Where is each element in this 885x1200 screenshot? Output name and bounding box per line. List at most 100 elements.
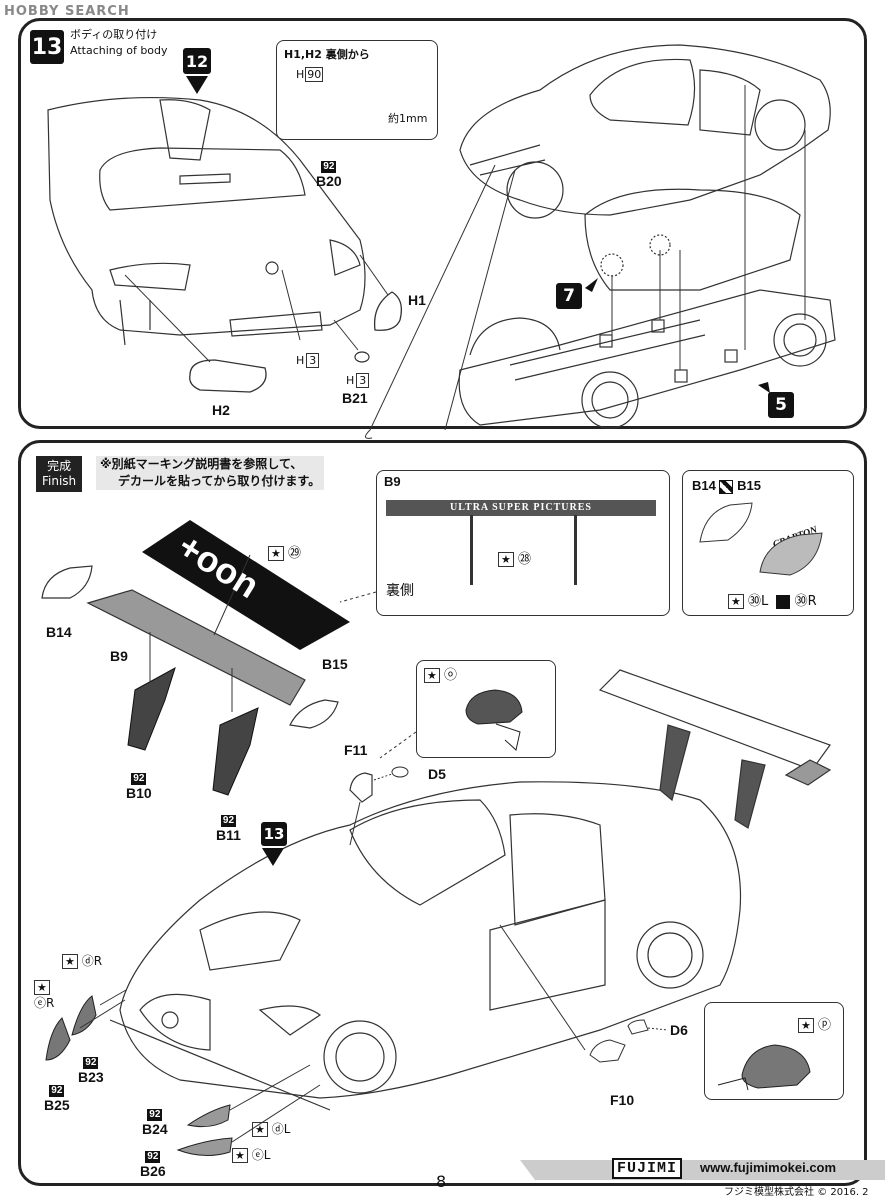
- company-line: フジミ模型株式会社 © 2016. 2: [724, 1183, 869, 1198]
- b11-name: B11: [216, 827, 241, 843]
- b9-decal-28-num: ㉘: [518, 552, 532, 567]
- d5-label: D5: [428, 766, 446, 782]
- d6-label: D6: [670, 1022, 688, 1038]
- finish-note-line1: ※別紙マーキング説明書を参照して、: [100, 457, 303, 471]
- star-icon: ★: [34, 980, 50, 995]
- watermark: HOBBY SEARCH: [4, 4, 130, 19]
- b20-name: B20: [316, 173, 342, 189]
- b9-label: B9: [110, 648, 128, 664]
- copyright-mark: ©: [817, 1187, 828, 1198]
- h3a-num: 3: [306, 353, 320, 368]
- step13-title-jp: ボディの取り付け: [70, 28, 158, 41]
- b9-back-side: 裏側: [386, 583, 414, 599]
- eL-label: ★ ⓔL: [232, 1146, 270, 1163]
- b9-decal-28: ★ ㉘: [498, 548, 531, 567]
- b25-name: B25: [44, 1097, 70, 1113]
- finish-badge: 完成 Finish: [36, 456, 83, 492]
- b24-name: B24: [142, 1121, 168, 1137]
- finish-badge-jp: 完成: [47, 459, 72, 473]
- eR-letter: ⓔ: [34, 996, 47, 1010]
- star-icon: ★: [498, 552, 514, 567]
- b21-label: B21: [342, 390, 368, 406]
- inset-h1h2-box: [276, 40, 438, 140]
- star-icon: ★: [798, 1018, 814, 1033]
- decal-l: L: [761, 594, 769, 609]
- decal-29: ★ ㉙: [268, 542, 301, 561]
- b10-tag: 92: [131, 773, 147, 785]
- b9-banner: ULTRA SUPER PICTURES: [386, 500, 656, 516]
- eR-label: ★ ⓔR: [34, 980, 54, 1011]
- decal-29-num: ㉙: [288, 546, 302, 561]
- page-number: 8: [436, 1172, 447, 1191]
- dL-letter: ⓓ: [271, 1122, 284, 1136]
- eR-side: R: [46, 996, 55, 1010]
- b26-name: B26: [140, 1163, 166, 1179]
- b14-decals: ★ ㉚L ㉚R: [728, 590, 817, 609]
- b26-label: 92 B26: [140, 1144, 166, 1179]
- brand-logo: FUJIMI: [612, 1158, 683, 1179]
- step13-number: 13: [30, 30, 64, 64]
- eL-letter: ⓔ: [251, 1148, 264, 1162]
- b26-tag: 92: [145, 1151, 161, 1163]
- dL-side: L: [283, 1122, 291, 1136]
- decal-30r: ㉚: [794, 594, 808, 609]
- h3b-letter: H: [346, 374, 355, 387]
- star-icon: ★: [728, 594, 744, 609]
- dR-label: ★ ⓓR: [62, 952, 102, 969]
- b14-box-b: B15: [737, 478, 761, 493]
- mirror-box-o-label: ★ ⓞ: [424, 664, 457, 683]
- b14-box-a: B14: [692, 478, 716, 493]
- b24-tag: 92: [147, 1109, 163, 1121]
- copyright-year: 2016. 2: [830, 1187, 869, 1198]
- b25-label: 92 B25: [44, 1078, 70, 1113]
- b11-label: 92 B11: [216, 808, 241, 843]
- b10-label: 92 B10: [126, 766, 152, 801]
- h1-label: H1: [408, 292, 426, 308]
- ref-step-7: 7: [556, 283, 582, 309]
- decal-30l: ㉚: [748, 594, 762, 609]
- mirror-box-o-letter: ⓞ: [444, 668, 458, 683]
- dR-letter: ⓓ: [81, 954, 94, 968]
- b24-label: 92 B24: [142, 1102, 168, 1137]
- b20-label: 92 B20: [316, 154, 342, 189]
- site-url[interactable]: www.fujimimokei.com: [700, 1160, 837, 1175]
- star-icon: ★: [62, 954, 78, 969]
- inset-part-h: H: [296, 68, 305, 81]
- b23-name: B23: [78, 1069, 104, 1085]
- f11-label: F11: [344, 742, 368, 758]
- b9-box-title: B9: [384, 474, 401, 489]
- inset-note: 約1mm: [388, 112, 428, 125]
- star-icon: ★: [268, 546, 284, 561]
- b14-label: B14: [46, 624, 72, 640]
- b15-label: B15: [322, 656, 348, 672]
- dL-label: ★ ⓓL: [252, 1120, 290, 1137]
- b25-tag: 92: [49, 1085, 65, 1097]
- finish-badge-en: Finish: [42, 474, 77, 488]
- inset-part-num: 90: [305, 67, 324, 82]
- finish-note-line2: デカールを貼ってから取り付けます。: [118, 474, 321, 488]
- h3a-letter: H: [296, 354, 305, 367]
- ref-step-12: 12: [183, 48, 211, 74]
- b23-label: 92 B23: [78, 1050, 104, 1085]
- eL-side: L: [263, 1148, 271, 1162]
- mirror-box-p-label: ★ ⓟ: [798, 1014, 831, 1033]
- dR-side: R: [93, 954, 103, 968]
- finish-note: ※別紙マーキング説明書を参照して、 デカールを貼ってから取り付けます。: [96, 456, 325, 490]
- b11-tag: 92: [220, 815, 237, 827]
- ref-step-13: 13: [261, 822, 287, 846]
- f10-label: F10: [610, 1092, 635, 1108]
- b14-b15-box: [682, 470, 854, 616]
- h2-label: H2: [212, 402, 230, 418]
- step13-title-en: Attaching of body: [70, 44, 168, 57]
- b14-b15-title: B14 B15: [692, 478, 761, 494]
- pattern-icon: [719, 479, 734, 494]
- mirror-box-p-letter: ⓟ: [818, 1018, 832, 1033]
- decal-r: R: [807, 594, 817, 609]
- pattern-icon: [776, 594, 791, 609]
- b20-tag: 92: [321, 161, 337, 173]
- h3b-num: 3: [356, 373, 370, 388]
